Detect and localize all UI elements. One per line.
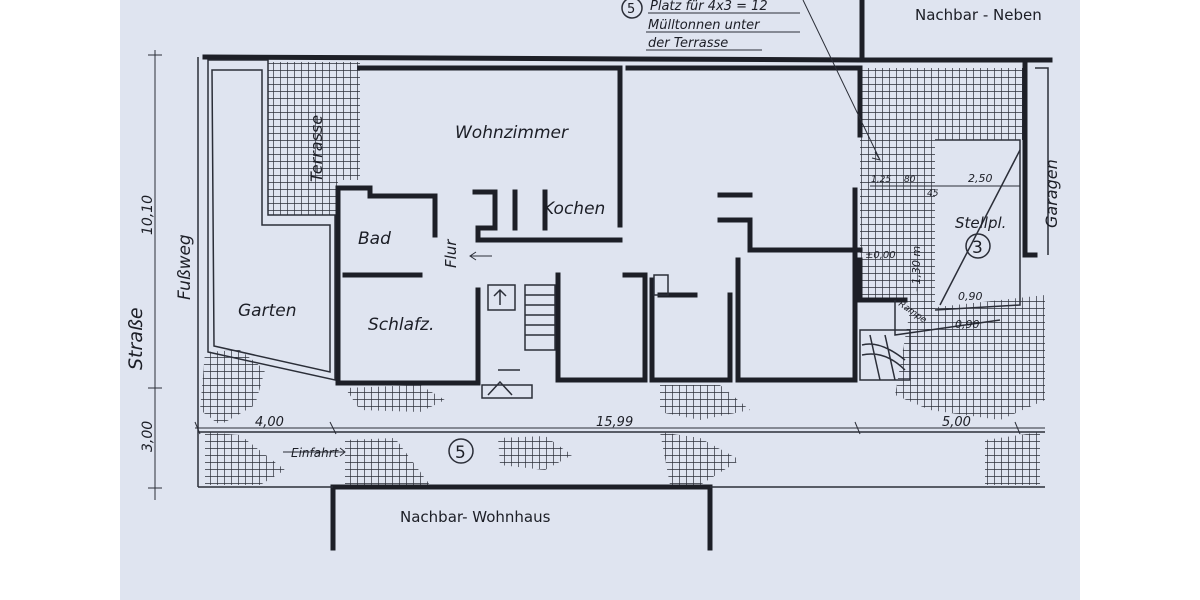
note-line-1: Platz für 4x3 = 12 xyxy=(650,0,768,14)
dim-house-length: 15,99 xyxy=(596,415,633,430)
label-stellpl: Stellpl. xyxy=(955,214,1006,232)
sink-icon xyxy=(653,274,669,296)
note-line-3: der Terrasse xyxy=(648,36,728,51)
dim-level: ±0,00 xyxy=(865,250,896,261)
label-schlafz: Schlafz. xyxy=(368,315,434,335)
hatched-areas xyxy=(200,62,1045,485)
label-fussweg: Fußweg xyxy=(175,234,195,300)
dim-0-90-a: 0,90 xyxy=(958,290,983,303)
dim-road-width: 3,00 xyxy=(140,421,156,452)
label-einfahrt: Einfahrt xyxy=(291,446,340,460)
label-wohnzimmer: Wohnzimmer xyxy=(455,123,569,143)
driveway-marker-number: 5 xyxy=(455,443,466,463)
label-strasse: Straße xyxy=(125,307,147,370)
driveway-lines xyxy=(197,57,1045,488)
dimension-lines xyxy=(148,0,1045,500)
dim-0-90-b: 0,90 xyxy=(955,318,980,331)
dim-right-width: 5,00 xyxy=(942,415,971,430)
stairs xyxy=(481,284,911,399)
parking-marker: 3 xyxy=(965,233,991,259)
dim-2-50: 2,50 xyxy=(968,172,993,185)
label-flur: Flur xyxy=(442,239,460,268)
bin-storage-note: 5 Platz für 4x3 = 12 Mülltonnen unter de… xyxy=(621,0,800,51)
garden-bed xyxy=(207,59,336,381)
note-line-2: Mülltonnen unter xyxy=(648,18,761,33)
label-garagen: Garagen xyxy=(1042,159,1061,228)
label-terrasse: Terrasse xyxy=(307,115,326,182)
dim-total-depth: 10,10 xyxy=(140,195,156,235)
dim-step: - 1,30 m xyxy=(910,246,923,292)
label-bad: Bad xyxy=(358,229,391,249)
note-circle xyxy=(621,0,643,19)
dim-left-width: 4,00 xyxy=(255,415,284,430)
parking-spot xyxy=(894,139,1021,336)
dim-45: 45 xyxy=(927,189,939,199)
driveway-marker: 5 xyxy=(448,438,474,464)
parking-marker-number: 3 xyxy=(972,238,983,258)
dim-80: 80 xyxy=(904,175,916,185)
label-nachbar-wohnhaus: Nachbar- Wohnhaus xyxy=(400,508,551,526)
note-circle-number: 5 xyxy=(627,2,635,17)
dim-1-25: 1,25 xyxy=(871,175,891,185)
label-kochen: Kochen xyxy=(543,199,605,219)
label-garten: Garten xyxy=(238,301,296,321)
label-nachbar-neben: Nachbar - Neben xyxy=(915,6,1042,24)
